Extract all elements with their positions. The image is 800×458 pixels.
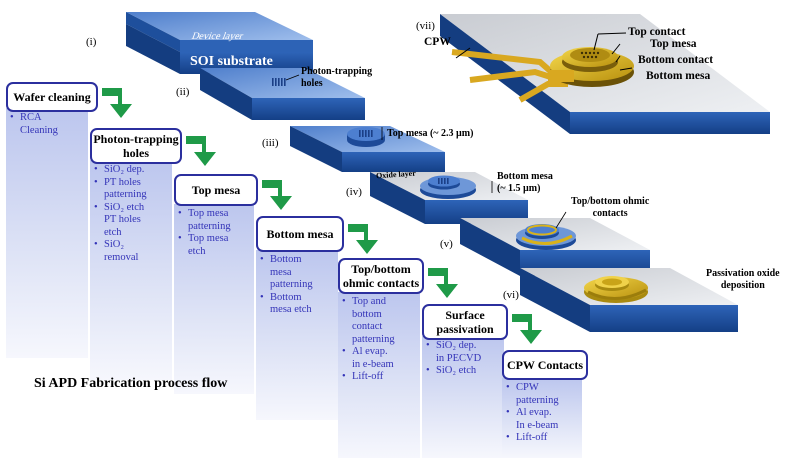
bullet: SiO₂ etch PT holes etch (94, 202, 172, 240)
flow-arrow-icon (102, 88, 132, 118)
step-cpw-contacts-bullets: CPW patterning Al evap. In e-beam Lift-o… (502, 378, 582, 445)
cpw-label: CPW (424, 36, 451, 48)
step-top-mesa-bullets: Top mesa patterning Top mesa etch (174, 204, 254, 258)
bottom-mesa-label: Bottom mesa (646, 70, 711, 82)
stage-iii-wafer (290, 126, 445, 172)
photon-trapping-holes (272, 78, 286, 86)
step-cpw-contacts-title: CPW Contacts (502, 350, 588, 380)
bullet: Al evap. In e-beam (506, 407, 582, 432)
bullet: Bottom mesa etch (260, 292, 338, 317)
bullet: Lift-off (506, 432, 582, 445)
leader-v (555, 211, 567, 229)
stage-iii-number: (iii) (262, 137, 279, 149)
bullet: Top and bottom contact patterning (342, 296, 420, 346)
bullet: Lift-off (342, 371, 420, 384)
step-bottom-mesa-bullets: Bottom mesa patterning Bottom mesa etch (256, 250, 338, 317)
stage-i-number: (i) (86, 36, 97, 48)
stage-ii-number: (ii) (176, 86, 190, 98)
stage-vii-device (440, 14, 770, 134)
step-photon-trapping-bullets: SiO₂ dep. PT holes patterning SiO₂ etch … (90, 160, 172, 264)
bullet: RCA Cleaning (10, 112, 88, 137)
soi-substrate-label: SOI substrate (190, 54, 273, 69)
bottom-contact-label: Bottom contact (638, 54, 714, 66)
ohmic-contacts-label: Top/bottom ohmic contacts (571, 196, 650, 219)
step-bottom-mesa-title: Bottom mesa (256, 216, 344, 252)
step-ohmic-contacts-bullets: Top and bottom contact patterning Al eva… (338, 292, 420, 384)
stage-vi-wafer (520, 268, 738, 332)
step-wafer-cleaning-title: Wafer cleaning (6, 82, 98, 112)
bullet: SiO₂ removal (94, 239, 172, 264)
device-layer-label: Device layer (189, 31, 245, 42)
bullet: Top mesa patterning (178, 208, 254, 233)
flow-arrow-icon (262, 180, 292, 210)
step-surface-passivation-title: Surface passivation (422, 304, 508, 340)
bullet: SiO₂ dep. in PECVD (426, 340, 504, 365)
flow-arrow-icon (428, 268, 458, 298)
bullet: Top mesa etch (178, 233, 254, 258)
bullet: Bottom mesa patterning (260, 254, 338, 292)
stage-vi-number: (vi) (503, 289, 519, 301)
bullet: PT holes patterning (94, 177, 172, 202)
flow-arrow-icon (348, 224, 378, 254)
leader-ii (285, 74, 300, 81)
stage-v-number: (v) (440, 238, 453, 250)
photon-trapping-label: Photon-trapping holes (301, 66, 373, 89)
bottom-mesa-thickness-label: Bottom mesa (~ 1.5 µm) (497, 171, 553, 194)
stage-iv-number: (iv) (346, 186, 362, 198)
stage-ii-wafer (200, 68, 365, 120)
bullet: SiO₂ dep. (94, 164, 172, 177)
top-mesa-thickness-label: Top mesa (~ 2.3 µm) (387, 128, 474, 139)
flow-arrow-icon (186, 136, 216, 166)
top-mesa-label: Top mesa (650, 38, 697, 50)
bullet: SiO₂ etch (426, 365, 504, 378)
top-contact-label: Top contact (628, 26, 686, 38)
step-top-mesa-title: Top mesa (174, 174, 258, 206)
step-photon-trapping-title: Photon-trapping holes (90, 128, 182, 164)
step-surface-passivation-bullets: SiO₂ dep. in PECVD SiO₂ etch (422, 336, 504, 378)
step-ohmic-contacts-title: Top/bottom ohmic contacts (338, 258, 424, 294)
flow-arrow-icon (512, 314, 542, 344)
stage-v-wafer (460, 218, 650, 276)
bullet: Al evap. in e-beam (342, 346, 420, 371)
diagram-title: Si APD Fabrication process flow (34, 376, 228, 391)
passivation-label: Passivation oxide deposition (706, 268, 780, 291)
bullet: CPW patterning (506, 382, 582, 407)
step-wafer-cleaning-bullets: RCA Cleaning (6, 108, 88, 137)
stage-vii-number: (vii) (416, 20, 435, 32)
